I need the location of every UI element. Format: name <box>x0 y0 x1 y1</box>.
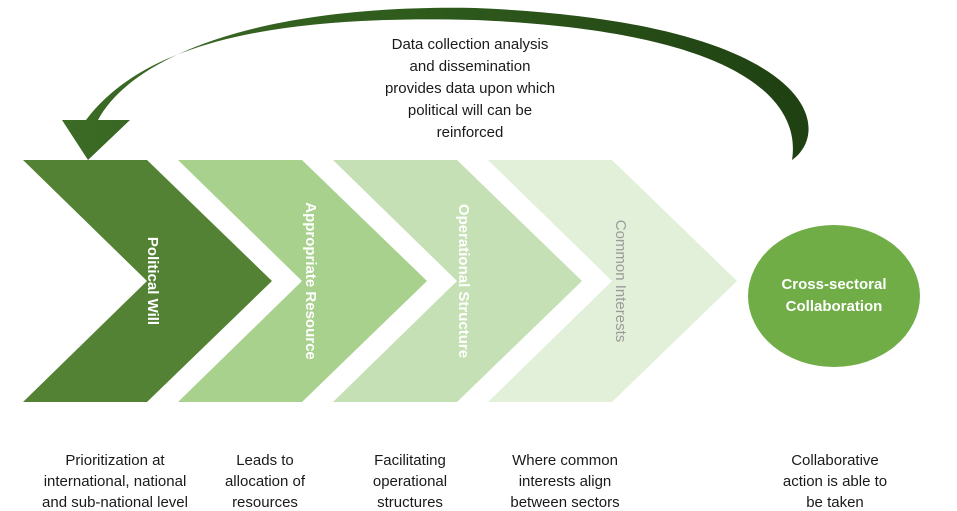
feedback-description: Data collection analysis and disseminati… <box>384 36 556 141</box>
caption-appropriate-resource: Leads to allocation of resources <box>224 452 306 511</box>
chevron-label-common-interests: Common Interests <box>612 220 629 343</box>
caption-operational-structure: Facilitating operational structures <box>372 452 448 511</box>
outcome-label: Cross-sectoral Collaboration <box>781 276 887 315</box>
chevron-appropriate-resource <box>178 160 427 402</box>
caption-common-interests: Where common interests align between sec… <box>510 452 620 511</box>
chevron-label-political-will: Political Will <box>144 237 161 325</box>
chevron-label-operational-structure: Operational Structure <box>455 204 472 358</box>
chevron-operational-structure <box>333 160 582 402</box>
caption-outcome: Collaborative action is able to be taken <box>782 452 888 511</box>
chevron-political-will <box>23 160 272 402</box>
outcome-ellipse <box>748 225 920 367</box>
chevron-label-appropriate-resource: Appropriate Resource <box>302 202 319 360</box>
caption-political-will: Prioritization at international, nationa… <box>42 452 188 511</box>
chevron-common-interests <box>488 160 737 402</box>
